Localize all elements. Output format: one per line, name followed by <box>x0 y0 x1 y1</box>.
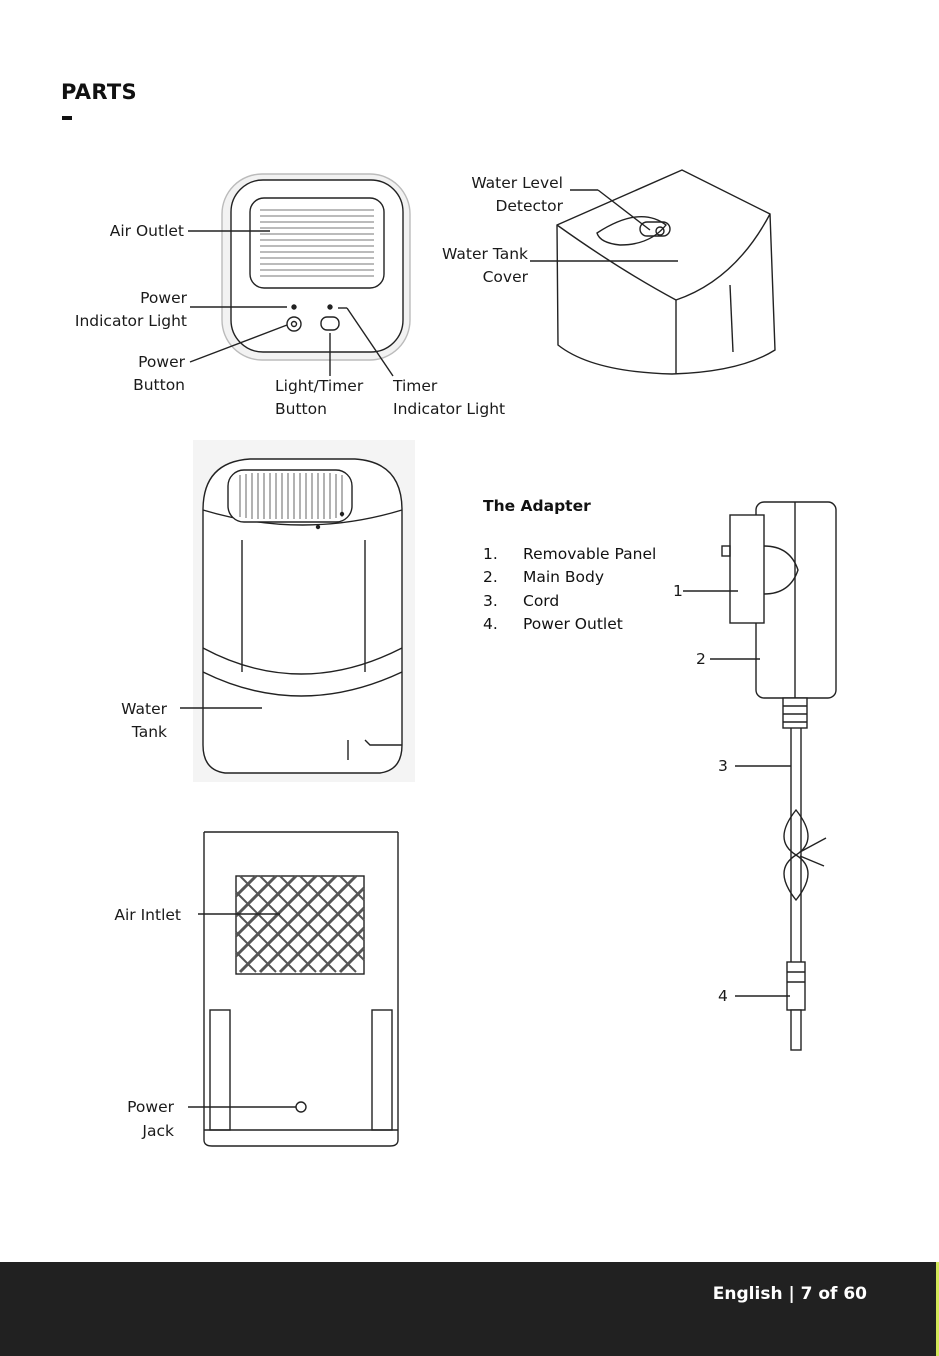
list-item: 2.Main Body <box>483 566 656 589</box>
adapter-callout-2: 2 <box>696 648 706 671</box>
label-power-button-line2: Button <box>133 374 185 397</box>
label-power-indicator-line2: Indicator Light <box>75 310 187 333</box>
list-item: 3.Cord <box>483 590 656 613</box>
page-number: English | 7 of 60 <box>713 1284 867 1304</box>
label-power-indicator-line1: Power <box>140 287 187 310</box>
label-air-outlet: Air Outlet <box>110 220 184 243</box>
tank-cover-diagram <box>530 170 775 374</box>
label-power-button-line1: Power <box>138 351 185 374</box>
adapter-callout-4: 4 <box>718 985 728 1008</box>
adapter-callout-1: 1 <box>673 580 683 603</box>
list-item: 4.Power Outlet <box>483 613 656 636</box>
label-timer-indicator-line2: Indicator Light <box>393 398 505 421</box>
label-light-timer-line2: Button <box>275 398 327 421</box>
label-water-level-line2: Detector <box>495 195 563 218</box>
label-light-timer-line1: Light/Timer <box>275 375 363 398</box>
label-water-tank-line1: Water <box>121 698 167 721</box>
unit-side-diagram <box>180 440 415 782</box>
label-tank-cover-line1: Water Tank <box>442 243 528 266</box>
label-tank-cover-line2: Cover <box>483 266 528 289</box>
page-footer: English | 7 of 60 <box>0 1262 939 1356</box>
adapter-callout-3: 3 <box>718 755 728 778</box>
label-water-level-line1: Water Level <box>471 172 563 195</box>
adapter-title: The Adapter <box>483 497 591 515</box>
front-view-diagram <box>188 174 410 376</box>
list-item: 1.Removable Panel <box>483 543 656 566</box>
back-view-diagram <box>188 832 398 1146</box>
label-air-inlet: Air Intlet <box>114 904 181 927</box>
adapter-parts-list: 1.Removable Panel 2.Main Body 3.Cord 4.P… <box>483 543 656 636</box>
label-power-jack-line2: Jack <box>142 1120 174 1143</box>
label-timer-indicator-line1: Timer <box>393 375 437 398</box>
adapter-diagram <box>683 502 836 1050</box>
label-power-jack-line1: Power <box>127 1096 174 1119</box>
label-water-tank-line2: Tank <box>132 721 167 744</box>
